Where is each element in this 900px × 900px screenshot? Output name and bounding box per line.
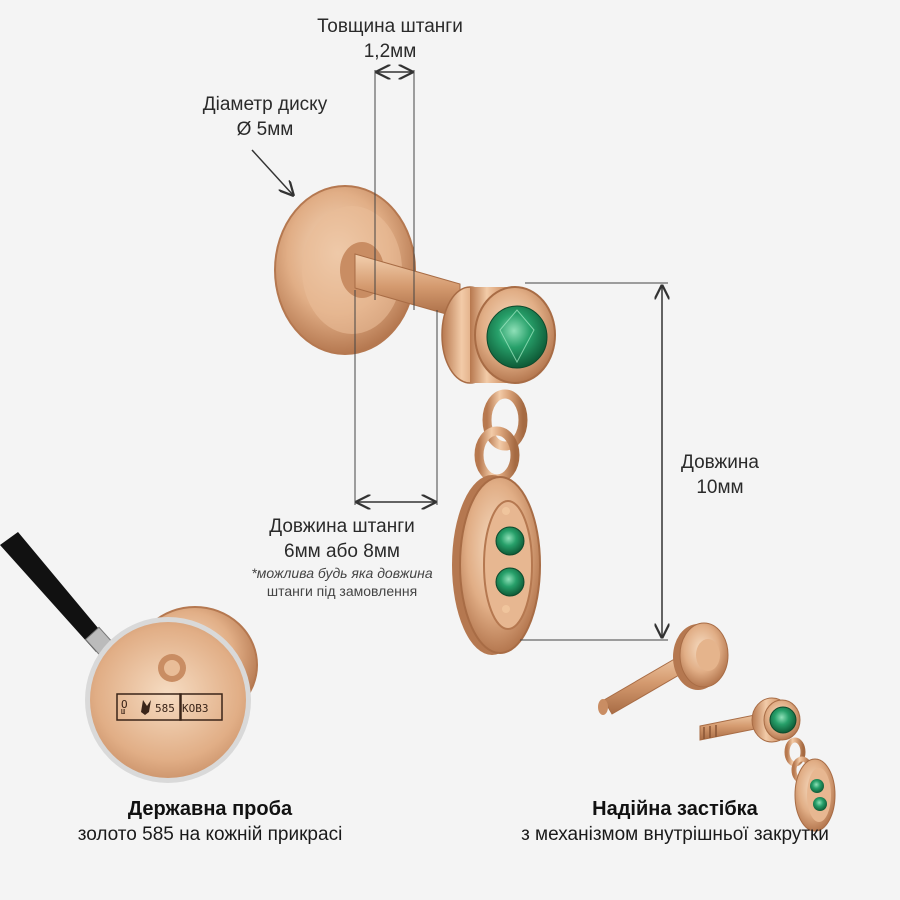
- length-title: Довжина: [681, 452, 759, 473]
- disk-diameter-value: Ø 5мм: [236, 119, 294, 140]
- magnifier-handle: [0, 532, 108, 652]
- hallmark-stamp: [116, 693, 182, 721]
- bar-length-note-1: *можлива будь яка довжина: [251, 565, 433, 581]
- small-emerald: [495, 526, 525, 556]
- disk-diameter-label: Діаметр диску Ø 5мм: [180, 92, 350, 142]
- bar-length-value: 6мм або 8мм: [284, 541, 400, 562]
- feature-hallmark-title: Державна проба: [127, 798, 293, 820]
- thickness-value: 1,2мм: [363, 41, 417, 62]
- dimension-lines: [251, 70, 668, 641]
- bar-length-label: Довжина штанги 6мм або 8мм *можлива будь…: [222, 514, 462, 600]
- hallmark-o: О: [121, 698, 128, 711]
- feature-clasp-title: Надійна застібка: [592, 798, 758, 820]
- feature-hallmark: Державна проба золото 585 на кожній прик…: [20, 796, 400, 847]
- bar-length-title: Довжина штанги: [269, 516, 415, 537]
- disk-pointer: [251, 149, 293, 195]
- large-emerald: [486, 305, 548, 369]
- length-label: Довжина 10мм: [665, 450, 775, 500]
- length-value: 10мм: [696, 477, 744, 498]
- feature-hallmark-subtitle: золото 585 на кожній прикрасі: [77, 824, 343, 845]
- feature-clasp-subtitle: з механізмом внутрішньої закрутки: [521, 824, 829, 845]
- thickness-title: Товщина штанги: [317, 16, 463, 37]
- disk-diameter-title: Діаметр диску: [202, 94, 328, 115]
- main-earring-illustration: [274, 185, 556, 655]
- bar-length-note-2: штанги під замовлення: [266, 583, 418, 599]
- hallmark-code: КОВЗ: [182, 702, 209, 715]
- hallmark-small: Ш: [121, 708, 126, 716]
- hallmark-585: 585: [155, 702, 175, 715]
- hallmark-text: О Ш 585 КОВЗ: [118, 697, 226, 719]
- feature-clasp: Надійна застібка з механізмом внутрішньо…: [470, 796, 880, 847]
- thickness-label: Товщина штанги 1,2мм: [300, 14, 480, 64]
- chain-link: [482, 389, 528, 451]
- clasp-illustration: [598, 622, 836, 832]
- small-emerald: [495, 567, 525, 597]
